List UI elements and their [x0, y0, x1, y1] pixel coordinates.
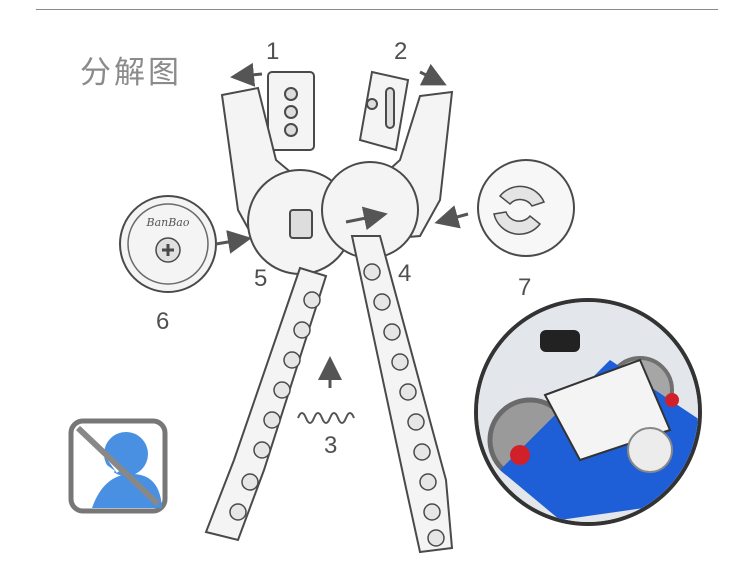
arrow-6 — [215, 230, 252, 254]
assembly-inset-photo — [474, 298, 702, 526]
part-1-jaw-insert-left — [267, 71, 315, 151]
part-number-5: 5 — [254, 265, 268, 292]
no-mouth-warning-icon — [68, 418, 168, 514]
plier-jaws — [220, 86, 454, 275]
handle-hole — [303, 291, 321, 309]
handle-hole — [273, 381, 291, 399]
part-number-1: 1 — [266, 38, 280, 65]
handle-hole — [373, 293, 391, 311]
part-number-7: 7 — [518, 274, 532, 301]
handle-hole — [419, 473, 437, 491]
part-number-4: 4 — [398, 260, 412, 287]
part-3-spring — [297, 412, 355, 424]
arrow-1 — [230, 62, 263, 87]
page-title: 分解图 — [80, 55, 182, 91]
handle-hole — [427, 529, 445, 547]
handle-hole — [407, 413, 425, 431]
handle-hole — [363, 263, 381, 281]
handle-hole — [229, 503, 247, 521]
handle-hole — [241, 473, 259, 491]
handle-hole — [293, 321, 311, 339]
plier-handle-left — [204, 266, 328, 542]
arrow-2 — [419, 63, 447, 86]
handle-hole — [399, 383, 417, 401]
handle-hole — [413, 443, 431, 461]
handle-hole — [423, 503, 441, 521]
part-7-round-plate — [477, 159, 575, 257]
arrow-7 — [434, 205, 469, 229]
handle-hole — [391, 353, 409, 371]
banbao-logo-text: BanBao — [146, 216, 190, 229]
top-divider — [36, 9, 718, 10]
part-6-round-plate: BanBao — [119, 195, 217, 293]
handle-hole — [383, 323, 401, 341]
part-number-6: 6 — [156, 308, 170, 335]
handle-hole — [263, 411, 281, 429]
part-number-2: 2 — [394, 38, 408, 65]
part-number-3: 3 — [324, 432, 338, 459]
handle-hole — [283, 351, 301, 369]
handle-hole — [253, 441, 271, 459]
handle-holes — [229, 263, 445, 547]
arrow-4 — [345, 206, 388, 231]
part-2-jaw-insert-right — [358, 70, 410, 152]
